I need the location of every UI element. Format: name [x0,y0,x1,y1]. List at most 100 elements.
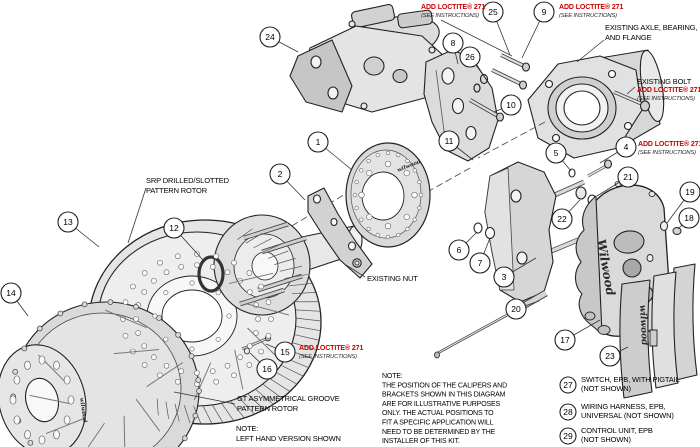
rotor-slot [228,272,274,285]
rotor-drill-hole [151,354,157,360]
legend-circle-27 [559,376,577,394]
rotor-rim-hatch [255,388,274,405]
rotor-drill-hole [194,262,200,268]
rotor-drill-hole [247,343,253,349]
rotor-hat-bolt-hole [226,313,232,319]
hat-rim-hole [375,232,380,238]
adapter-hole [63,375,71,385]
adapter-hole [24,430,31,440]
adapter-hole [53,430,60,440]
rotor-rim-hatch [156,398,159,416]
callout-circle-20 [505,298,527,320]
existing-axle-label: EXISTING AXLE, BEARING, [605,23,697,32]
pad-logo: wilwood [637,305,649,347]
gt-rotor-scallop [192,412,199,419]
srp-rotor-label-leader [127,187,147,244]
existing-nut-label-leader [345,264,366,278]
existing-axle-label: AND FLANGE [605,33,652,42]
legend-circle-29 [559,427,577,445]
rotor-rim-hatch [221,403,235,422]
rotor-drill-hole [122,299,129,305]
anchor-bracket-drawing [307,187,373,279]
hat-rim-hole [396,152,401,158]
callout-circle-25 [482,1,504,23]
callout-number-4: 4 [624,142,629,152]
hat-lug-hole [366,213,373,221]
hat-rim-hole [405,158,410,164]
callout-number-19: 19 [685,187,695,197]
callout-circle-11 [438,130,460,152]
hat-lug-hole [358,191,365,199]
rotor-rim-hatch [294,334,320,341]
rotor-rim-hatch [262,383,283,399]
callout-number-18: 18 [684,213,694,223]
adapter-hole [67,395,75,405]
rotor-drill-hole [163,362,170,369]
loctite-note-2: ADD LOCTITE® 271 [559,3,623,11]
gt-rotor-scallop [195,377,202,383]
adapter-hole [9,395,17,405]
gt-rotor-scallop [133,303,139,310]
adapter-logo: wilwood [78,397,87,423]
legend-text-27: (NOT SHOWN) [581,384,632,393]
note-caliper-position: NOTE: [382,373,403,380]
rotor-drill-hole [178,264,185,270]
rotor-rim-hatch [247,393,265,410]
loctite-subnote-5: (SEE INSTRUCTIONS) [299,354,357,360]
srp-rotor-label: PATTERN ROTOR [146,186,208,195]
hat-rim-hole [359,168,364,173]
rotor-drill-hole [141,343,147,349]
rotor-hat-bolt-hole [189,346,195,352]
rotor-rim-hatch [274,257,296,265]
rotor-drill-hole [255,316,261,322]
rotor-drill-hole [175,378,181,385]
rotor-drill-hole [209,368,216,374]
rotor-drill-hole [258,348,264,355]
rotor-drill-hole [175,253,181,260]
legend-number-27: 27 [563,380,573,390]
rotor-slot [193,362,212,401]
callout-number-10: 10 [506,100,516,110]
hat-rim-hole [366,158,371,164]
note-caliper-position: ARE FOR ILLUSTRATIVE PURPOSES [382,401,501,408]
rotor-drill-hole [135,330,141,336]
legend-circle-28 [559,403,577,421]
callout-number-9: 9 [542,7,547,17]
existing-axle-label-leader [576,39,605,63]
rotor-rim-hatch [291,291,317,295]
callout-number-20: 20 [511,304,521,314]
rotor-rim-hatch [295,326,321,332]
rotor-drill-hole [265,333,272,339]
hat-rim-hole [417,179,422,185]
callout-number-17: 17 [560,335,570,345]
o-ring-drawing [197,255,225,293]
callout-circle-13 [57,211,79,233]
rotor-hat-bolt-hole [163,336,169,342]
rotor-drill-hole [130,283,136,290]
rotor-drill-hole [237,354,243,360]
callout-number-14: 14 [6,288,16,298]
note-caliper-position: BRACKETS SHOWN IN THIS DIAGRAM [382,392,506,399]
brake-pads-drawing [619,263,698,399]
gt-rotor-groove [135,398,161,432]
hat-rim-hole [396,232,401,238]
rotor-rim-hatch [295,317,322,322]
rotor-slot [234,349,244,390]
rotor-drill-hole [178,368,185,374]
callout-circle-2 [269,163,291,185]
gt-rotor-scallop [81,301,88,308]
rotor-rim-hatch [279,265,303,272]
rotor-rim-hatch [275,371,298,385]
rotor-rim-hatch [261,244,281,254]
callout-number-2: 2 [278,169,283,179]
gt-rotor-groove [29,394,70,405]
hat-lug-hole [384,160,392,168]
rotor-rim-hatch [292,342,317,351]
rotor-rim-hatch [288,282,313,287]
rotor-rim-hatch [183,405,191,424]
rotor-drill-hole [194,370,200,376]
rotor-rim-hatch [284,274,308,279]
rotor-hat-bolt-hole [215,290,221,296]
